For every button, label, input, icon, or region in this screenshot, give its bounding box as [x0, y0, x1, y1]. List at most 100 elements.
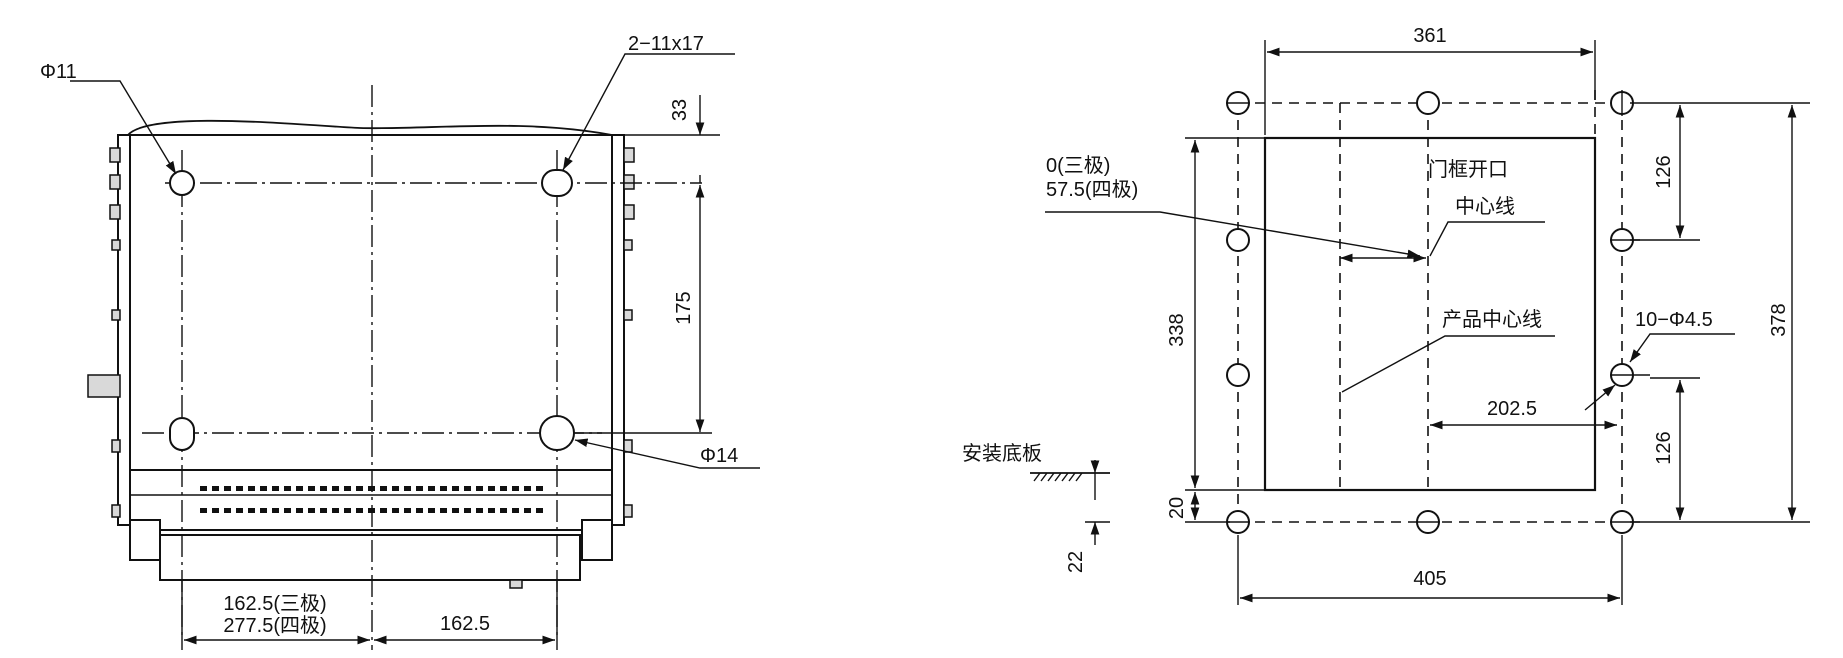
terminal-pin	[212, 486, 219, 491]
terminal-pins	[200, 486, 543, 491]
label-338: 338	[1166, 313, 1188, 346]
label-dim-33: 33	[669, 99, 691, 121]
hatch-stroke	[1068, 472, 1076, 482]
terminal-pin	[332, 508, 339, 513]
hatch-stroke	[1040, 472, 1048, 482]
terminal-pin	[260, 486, 267, 491]
terminal-pin	[296, 508, 303, 513]
terminal-pin	[416, 486, 423, 491]
leader-phi11	[70, 80, 177, 175]
terminal-pin	[500, 508, 507, 513]
terminal-pin	[440, 508, 447, 513]
slot-hole-bottom-left	[169, 417, 195, 451]
right-view: 361 405 338 20 22 378 126 126 202.5 0(三极…	[962, 25, 1810, 605]
leader-offset	[1045, 211, 1421, 259]
label-mounting-plate: 安装底板	[962, 442, 1042, 465]
hatch-stroke	[1033, 472, 1041, 482]
terminal-pin	[512, 508, 519, 513]
terminal-pin	[272, 486, 279, 491]
terminal-pin	[500, 486, 507, 491]
hatch-stroke	[1061, 472, 1069, 482]
leader-product-center-line	[1341, 335, 1555, 393]
terminal-pin	[212, 508, 219, 513]
mounting-plate-hatch	[1033, 472, 1083, 482]
terminal-pin	[536, 486, 543, 491]
slot-hole-top-right	[541, 169, 573, 197]
right-side-frame	[611, 134, 625, 526]
terminal-pin	[440, 486, 447, 491]
label-126-top: 126	[1653, 155, 1675, 188]
terminal-pin	[452, 508, 459, 513]
terminal-pin	[524, 508, 531, 513]
terminal-pin	[260, 508, 267, 513]
terminal-pin	[356, 508, 363, 513]
terminal-pin	[428, 486, 435, 491]
hole-phi11	[169, 170, 195, 196]
label-offset-2: 57.5(四极)	[1046, 178, 1138, 201]
terminal-pin	[536, 508, 543, 513]
label-bottom-right: 162.5	[440, 613, 490, 635]
right-side-bolts	[623, 147, 635, 518]
terminal-pin	[416, 508, 423, 513]
hatch-stroke	[1047, 472, 1055, 482]
door-opening-rect	[1263, 136, 1597, 492]
terminal-pin	[272, 508, 279, 513]
terminal-pin	[392, 486, 399, 491]
terminal-pin	[236, 486, 243, 491]
terminal-pin	[308, 508, 315, 513]
hole-crosshairs	[1226, 90, 1650, 523]
left-side-frame	[117, 134, 131, 526]
terminal-pin	[452, 486, 459, 491]
terminal-pin	[224, 508, 231, 513]
terminal-pin	[476, 508, 483, 513]
terminal-pin	[524, 486, 531, 491]
label-holes: 10−Φ4.5	[1635, 309, 1713, 331]
terminal-pin	[344, 486, 351, 491]
hatch-stroke	[1054, 472, 1062, 482]
terminal-pin	[248, 508, 255, 513]
label-202-5: 202.5	[1487, 398, 1537, 420]
terminal-pin	[332, 486, 339, 491]
hatch-stroke	[1075, 472, 1083, 482]
breaker-body	[129, 134, 613, 471]
terminal-pin	[200, 486, 207, 491]
terminal-pin	[392, 508, 399, 513]
label-slot: 2−11x17	[628, 33, 704, 55]
label-phi11: Φ11	[40, 61, 77, 83]
label-361: 361	[1413, 25, 1446, 47]
terminal-pin	[296, 486, 303, 491]
terminal-pin	[464, 508, 471, 513]
terminal-pin	[488, 508, 495, 513]
terminal-pin	[224, 486, 231, 491]
label-22: 22	[1065, 551, 1087, 573]
label-dim-175: 175	[673, 291, 695, 324]
terminal-block	[129, 469, 613, 531]
label-20: 20	[1166, 497, 1188, 519]
terminal-pin	[380, 508, 387, 513]
terminal-pin	[476, 486, 483, 491]
top-edge	[127, 119, 613, 136]
terminal-pin	[428, 508, 435, 513]
terminal-pin	[284, 486, 291, 491]
label-offset-1: 0(三极)	[1046, 154, 1110, 177]
leader-holes	[1629, 333, 1735, 363]
terminal-pin	[248, 486, 255, 491]
left-side-bolts	[87, 147, 121, 518]
terminal-pin	[356, 486, 363, 491]
label-bottom-left-1: 162.5(三极)	[223, 592, 326, 615]
terminal-pin	[236, 508, 243, 513]
terminal-pin	[464, 486, 471, 491]
lower-housing	[159, 534, 581, 581]
leader-phi14	[574, 438, 760, 469]
label-product-center-line: 产品中心线	[1442, 308, 1542, 331]
label-phi14: Φ14	[700, 445, 738, 467]
label-bottom-left-2: 277.5(四极)	[223, 614, 326, 637]
label-126-bottom: 126	[1653, 431, 1675, 464]
label-405: 405	[1413, 568, 1446, 590]
terminal-pin	[404, 486, 411, 491]
terminal-pin	[320, 486, 327, 491]
label-door-opening: 门框开口	[1428, 158, 1508, 181]
left-view: Φ11 2−11x17 Φ14 33 175 162.5(三极) 277.5(四…	[40, 33, 760, 650]
